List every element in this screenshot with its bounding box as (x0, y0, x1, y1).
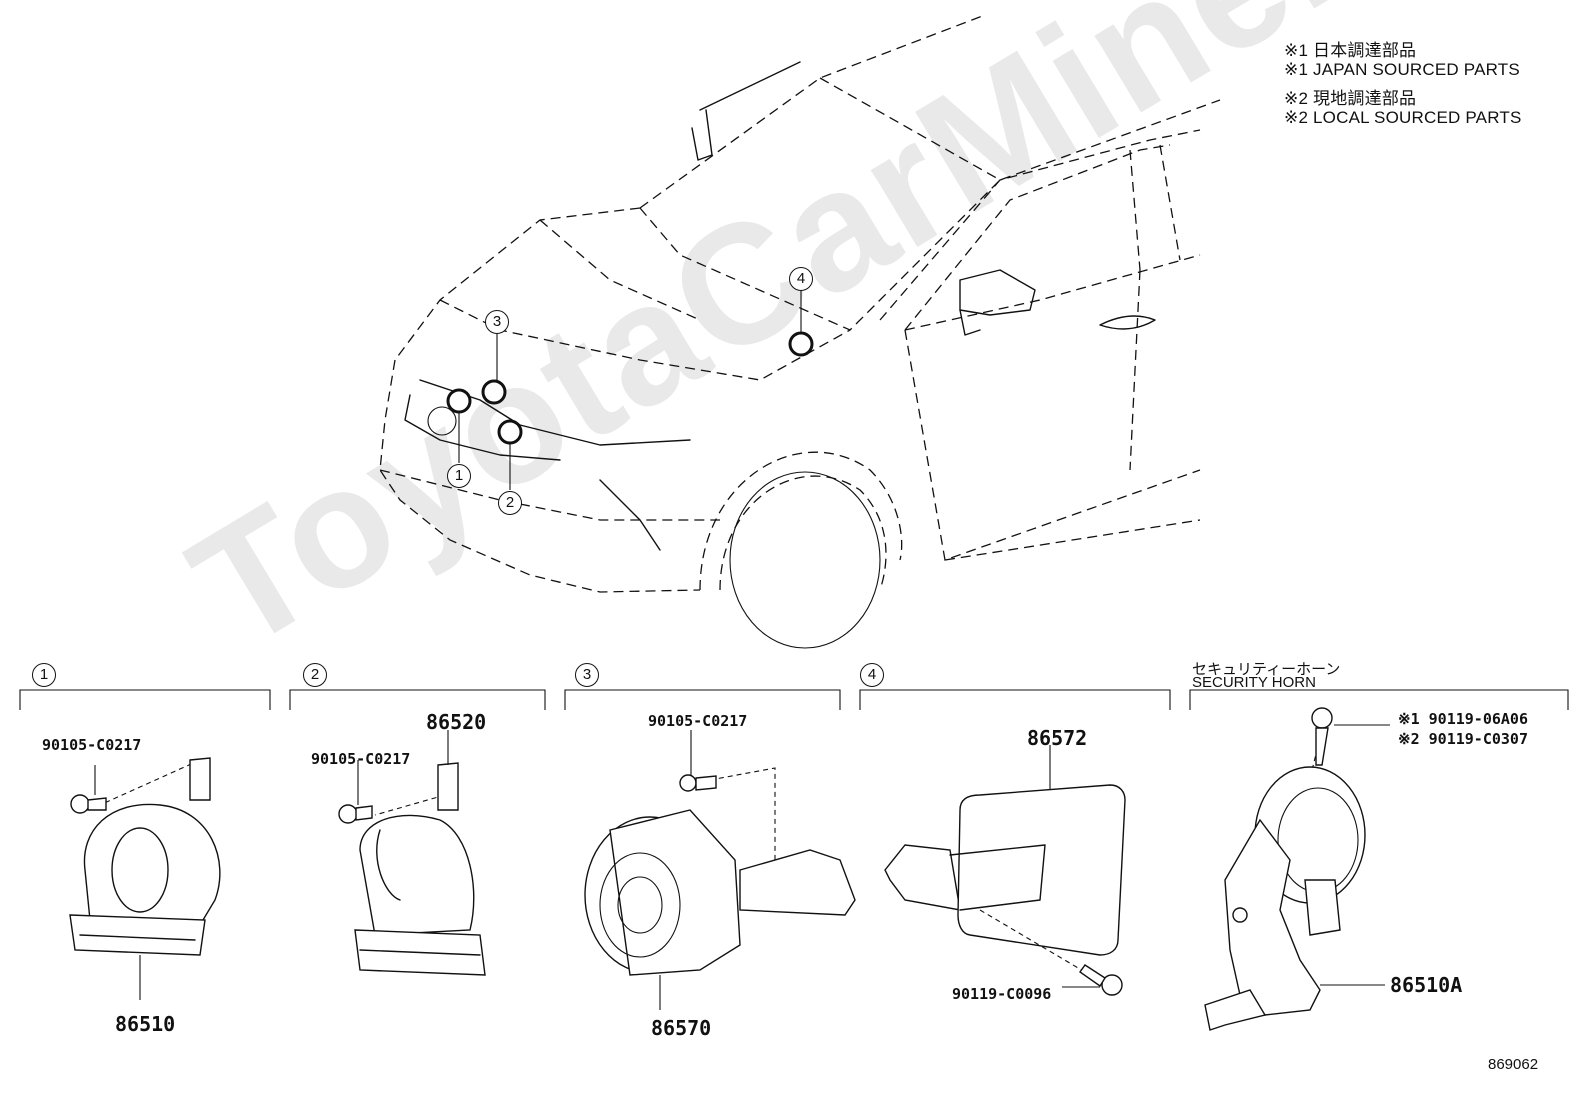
section-1-number: 1 (32, 663, 56, 687)
part-number-90105-c0217-s3: 90105-C0217 (648, 712, 748, 730)
part-number-90119-c0307: ※2 90119-C0307 (1398, 730, 1528, 748)
car-illustration (379, 14, 1221, 649)
section-4-number: 4 (860, 663, 884, 687)
note-local-sourced-jp: ※2 現地調達部品 (1284, 89, 1417, 108)
note-japan-sourced-en: ※1 JAPAN SOURCED PARTS (1284, 60, 1520, 79)
section-3-number: 3 (575, 663, 599, 687)
part-86520-horn (338, 730, 486, 976)
car-callout-4: 4 (789, 267, 813, 291)
part-number-86570: 86570 (651, 1016, 712, 1040)
part-86572-module (884, 745, 1126, 996)
part-number-90119-c0096: 90119-C0096 (952, 985, 1052, 1003)
part-number-90105-c0217-s1: 90105-C0217 (42, 736, 142, 754)
part-number-90119-06a06: ※1 90119-06A06 (1398, 710, 1528, 728)
part-number-90105-c0217-s2: 90105-C0217 (311, 750, 411, 768)
security-horn-title-jp: セキュリティーホーン (1192, 661, 1341, 678)
part-number-86510a: 86510A (1390, 973, 1463, 997)
part-86570-siren (584, 730, 856, 1010)
section-brackets (19, 689, 1569, 710)
security-horn-title-en: SECURITY HORN (1192, 674, 1316, 691)
car-callout-1: 1 (447, 464, 471, 488)
note-japan-sourced-jp: ※1 日本調達部品 (1284, 41, 1417, 60)
part-86510A-security-horn (1204, 707, 1390, 1031)
part-number-86520: 86520 (426, 710, 487, 734)
diagram-id: 869062 (1488, 1056, 1539, 1073)
car-callout-2: 2 (498, 491, 522, 515)
part-86510-horn (69, 757, 221, 1000)
part-number-86572: 86572 (1027, 726, 1088, 750)
part-number-86510: 86510 (115, 1012, 176, 1036)
note-local-sourced-en: ※2 LOCAL SOURCED PARTS (1284, 108, 1522, 127)
car-callout-3: 3 (485, 310, 509, 334)
section-2-number: 2 (303, 663, 327, 687)
car-callout-rings (446, 290, 814, 490)
